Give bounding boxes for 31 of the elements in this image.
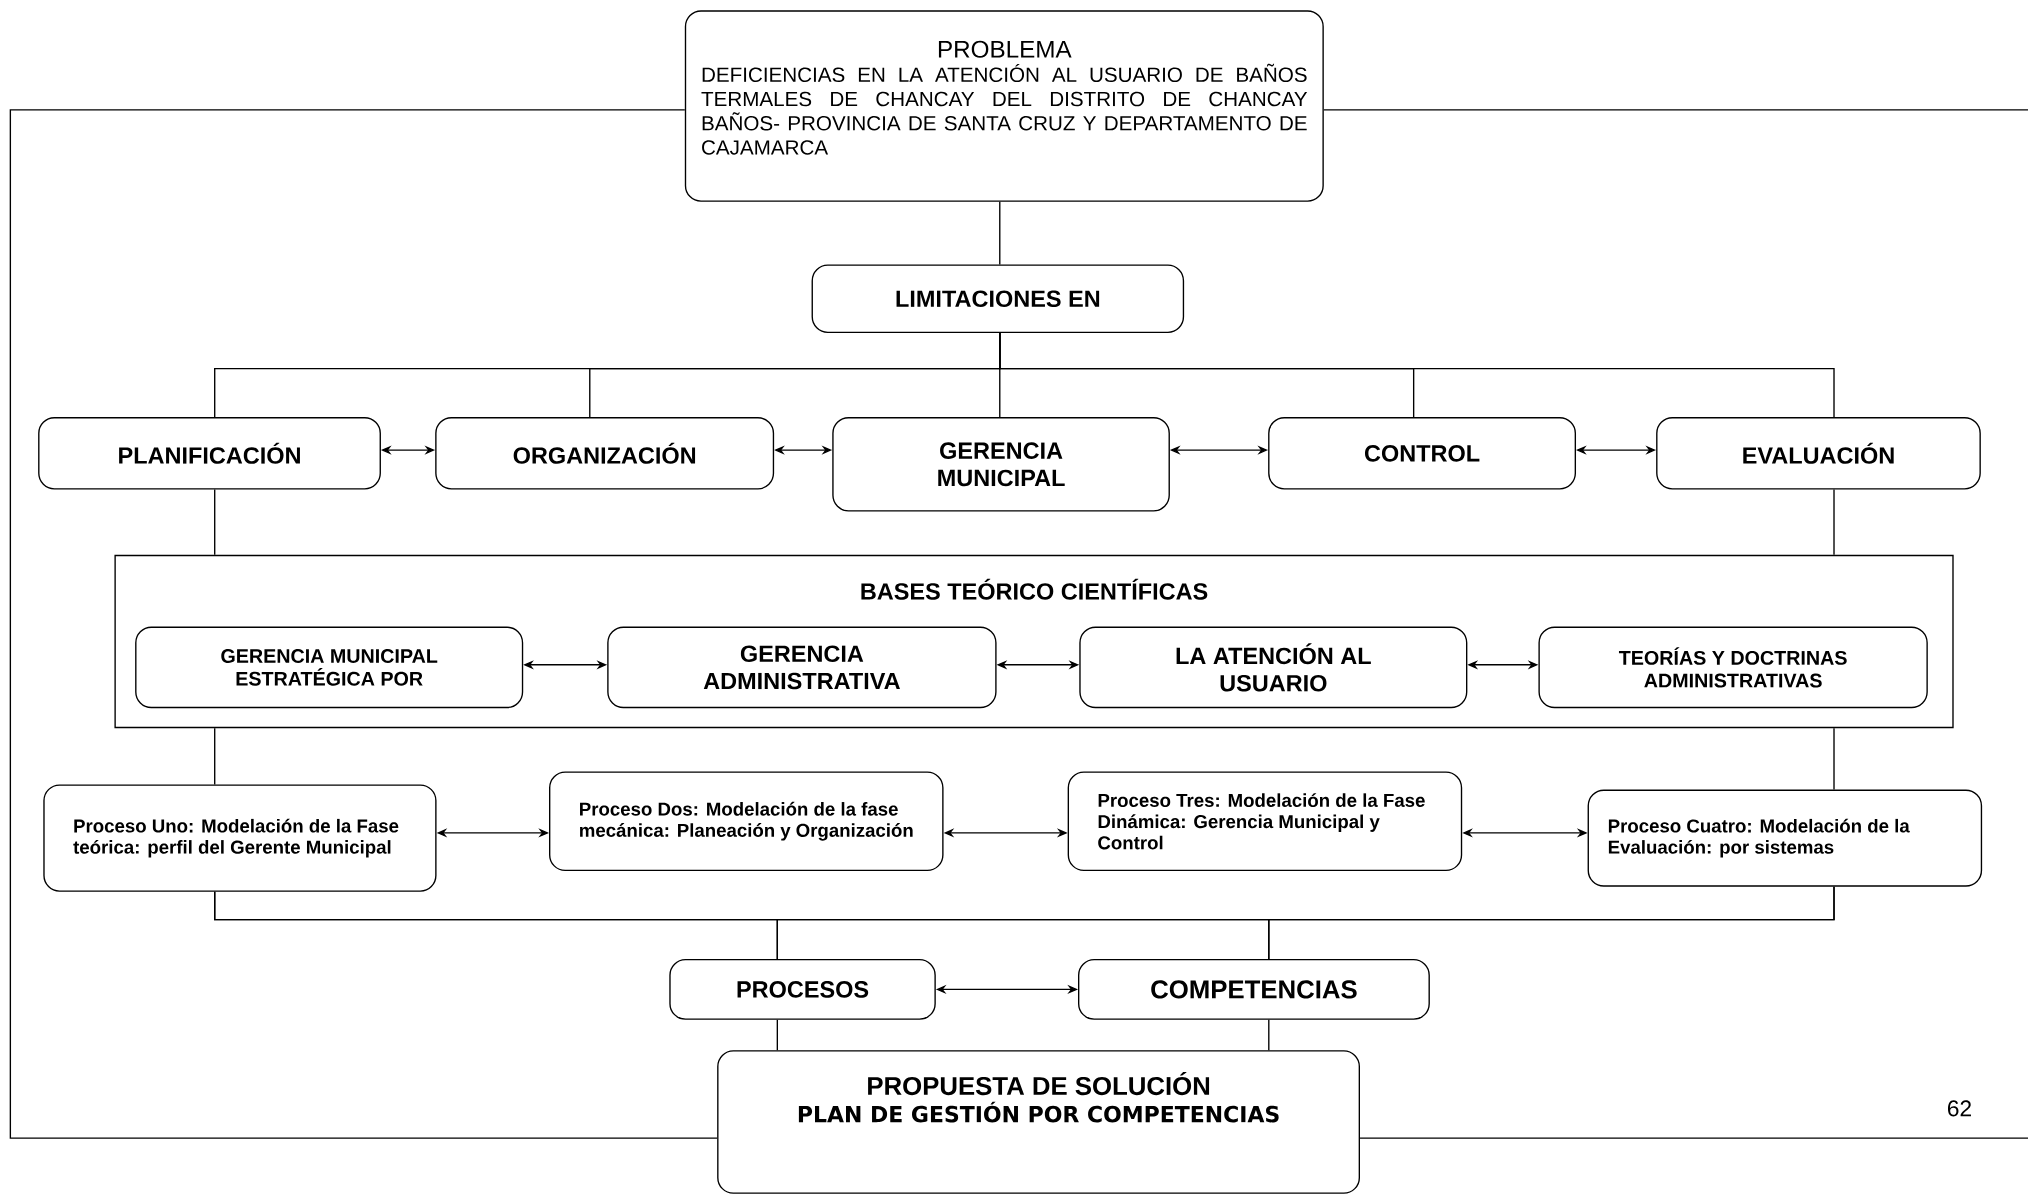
label-box: GERENCIA MUNICIPAL xyxy=(832,416,1170,512)
connector-line xyxy=(1833,727,1835,791)
connector-line xyxy=(1268,885,1835,960)
label-box: CONTROL xyxy=(1268,416,1576,490)
theory-box: LA ATENCIÓN AL USUARIO xyxy=(1079,626,1468,708)
process-box: Proceso Cuatro: Modelación de la Evaluación: por sistemas xyxy=(1587,789,1983,887)
label-box: ORGANIZACIÓN xyxy=(435,416,775,490)
connector-line xyxy=(999,332,1835,418)
solution-box: PROPUESTA DE SOLUCIÓN PLAN DE GESTIÓN POR COMPETENCIAS xyxy=(717,1050,1360,1194)
connector-line xyxy=(999,201,1001,265)
label-box: COMPETENCIAS xyxy=(1078,958,1430,1020)
process-box: Proceso Tres: Modelación de la Fase Dinámica: Gerencia Municipal y Control xyxy=(1067,771,1463,871)
theory-box: GERENCIA ADMINISTRATIVA xyxy=(607,626,997,708)
connector-line xyxy=(214,488,216,556)
label-box: EVALUACIÓN xyxy=(1656,416,1981,490)
connector-line xyxy=(1833,488,1835,556)
page-number: 62 xyxy=(1948,1100,1971,1117)
label-box: PLANIFICACIÓN xyxy=(38,416,381,490)
problem-box: PROBLEMA DEFICIENCIAS EN LA ATENCIÓN AL USUARIO DE BAÑOS TERMALES DE CHANCAY DEL DISTRITO DE CHANCAY BAÑOS- PROVINCIA DE SANTA CRUZ Y DEPARTAMENTO DE CAJAMARCA xyxy=(684,10,1324,202)
connector-line xyxy=(776,1019,778,1051)
label-box: LIMITACIONES EN xyxy=(811,264,1185,333)
process-box: Proceso Uno: Modelación de la Fase teórica: perfil del Gerente Municipal xyxy=(43,784,437,892)
connector-line xyxy=(1323,109,2028,111)
theory-box: TEORÍAS Y DOCTRINAS ADMINISTRATIVAS xyxy=(1538,626,1928,708)
connector-line xyxy=(1359,1137,2028,1139)
connector-line xyxy=(9,109,718,1139)
connector-line xyxy=(214,727,216,785)
theory-box: GERENCIA MUNICIPAL ESTRATÉGICA POR xyxy=(135,626,524,708)
process-box: Proceso Dos: Modelación de la fase mecánica: Planeación y Organización xyxy=(549,771,944,871)
connector-line xyxy=(1268,1019,1270,1051)
label-box: PROCESOS xyxy=(669,958,936,1020)
